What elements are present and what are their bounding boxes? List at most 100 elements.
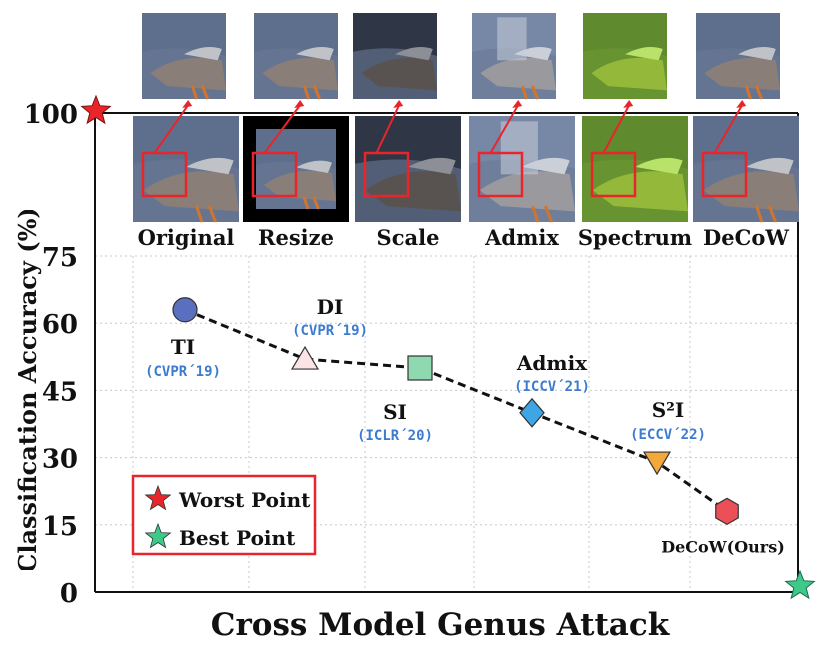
point-marker[interactable] xyxy=(715,497,739,526)
bird-leg xyxy=(755,205,764,223)
zoom-arrow xyxy=(602,104,631,154)
bird-leg xyxy=(201,85,209,100)
point-name-label: SI xyxy=(383,400,407,424)
y-tick-label: 100 xyxy=(24,100,78,130)
zoom-box xyxy=(590,151,637,198)
bird-head xyxy=(746,157,794,175)
point-name-label: S²I xyxy=(652,398,685,422)
bird-leg xyxy=(520,85,529,100)
bird-body xyxy=(361,57,437,91)
image-panel-admix: Admix xyxy=(469,13,575,250)
zoom-thumbnail xyxy=(583,13,667,99)
bird-head xyxy=(408,157,456,175)
legend-star-icon xyxy=(144,484,172,511)
point-marker[interactable] xyxy=(290,345,320,370)
bird-body xyxy=(264,170,336,201)
zoom-arrowhead xyxy=(393,100,404,108)
bird-head xyxy=(395,47,433,61)
legend-star-icon xyxy=(144,522,172,549)
point-marker[interactable] xyxy=(172,297,198,323)
bird-body xyxy=(480,57,556,91)
zoom-arrowhead xyxy=(736,100,747,108)
bird-head xyxy=(186,157,234,175)
image-panel-original: Original xyxy=(133,13,239,250)
worst-point-star xyxy=(80,94,112,125)
bird-leg xyxy=(195,205,204,223)
bird-head xyxy=(635,157,683,175)
zoom-thumbnail xyxy=(696,13,780,100)
zoom-arrow xyxy=(489,104,520,154)
point-marker[interactable] xyxy=(519,397,545,428)
data-points: TI(CVPR´19) DI(CVPR´19) SI (ICLR´20) Admix (I… xyxy=(145,295,785,556)
panel-label: DeCoW xyxy=(703,225,789,250)
admix-overlay xyxy=(497,17,527,61)
point-name-label: DI xyxy=(317,295,344,319)
image-panel-scale: Scale xyxy=(353,13,461,250)
image-panel-spectrum: Spectrum xyxy=(578,13,692,250)
point-marker[interactable] xyxy=(642,451,672,476)
zoom-arrow xyxy=(153,104,190,154)
series-trend-line xyxy=(184,308,728,513)
data-point-s-i[interactable]: S²I (ECCV´22) xyxy=(630,398,706,476)
legend-label: Best Point xyxy=(179,526,296,550)
zoom-thumbnail xyxy=(353,13,437,99)
bird-head xyxy=(625,47,663,61)
bird-leg xyxy=(190,85,199,100)
zoom-arrowhead xyxy=(294,100,305,108)
legend-label: Worst Point xyxy=(178,488,311,512)
y-tick-label: 45 xyxy=(42,377,78,407)
point-venue-label: (ICLR´20) xyxy=(357,428,433,444)
bird-body xyxy=(592,171,688,212)
y-tick-label: 60 xyxy=(42,310,78,340)
bird-body xyxy=(262,57,338,91)
bird-head xyxy=(296,160,332,173)
data-point-admix[interactable]: Admix (ICCV´21) xyxy=(514,351,590,428)
bird-leg xyxy=(755,85,763,100)
bird-body xyxy=(150,57,226,91)
data-point-decow-ours-[interactable]: DeCoW(Ours) xyxy=(661,497,785,556)
y-axis-label: Classification Accuracy (%) xyxy=(13,210,42,570)
bird-leg xyxy=(543,205,554,223)
bird-leg xyxy=(313,85,321,100)
data-point-di[interactable]: DI(CVPR´19) xyxy=(290,295,368,370)
bird-body xyxy=(365,171,461,212)
bird-head xyxy=(738,47,776,61)
bird-body xyxy=(704,57,780,91)
zoom-thumbnail xyxy=(472,13,556,100)
point-venue-label: (ECCV´22) xyxy=(630,427,706,443)
point-marker[interactable] xyxy=(407,355,433,381)
zoom-arrowhead xyxy=(182,100,193,108)
trend-line xyxy=(184,308,728,513)
panel-label: Scale xyxy=(377,225,440,250)
bird-leg xyxy=(531,205,540,223)
extreme-points xyxy=(80,94,816,600)
panel-label: Admix xyxy=(484,225,559,250)
zoom-box xyxy=(363,151,410,198)
bird-body xyxy=(479,171,575,212)
panel-label: Resize xyxy=(258,225,334,250)
image-panel-decow: DeCoW xyxy=(693,13,799,250)
point-name-label: Admix xyxy=(516,351,588,375)
data-point-ti[interactable]: TI(CVPR´19) xyxy=(145,297,221,380)
point-name-label: TI xyxy=(171,335,195,359)
admix-overlay xyxy=(500,121,538,175)
point-venue-label: (ICCV´21) xyxy=(514,379,590,395)
bird-leg xyxy=(302,196,310,210)
bird-body xyxy=(143,171,239,212)
point-name-label: DeCoW(Ours) xyxy=(661,537,785,556)
bird-leg xyxy=(207,205,218,223)
image-panel-resize: Resize xyxy=(243,13,349,250)
zoom-box xyxy=(141,151,188,198)
bird-leg xyxy=(744,85,753,100)
zoom-arrow xyxy=(375,104,401,154)
data-point-si[interactable]: SI (ICLR´20) xyxy=(357,355,433,444)
bird-leg xyxy=(767,205,778,223)
zoom-arrow xyxy=(713,104,744,154)
bird-leg xyxy=(302,85,311,100)
bird-head xyxy=(184,47,222,61)
bird-body xyxy=(703,171,799,212)
bird-head xyxy=(296,47,334,61)
